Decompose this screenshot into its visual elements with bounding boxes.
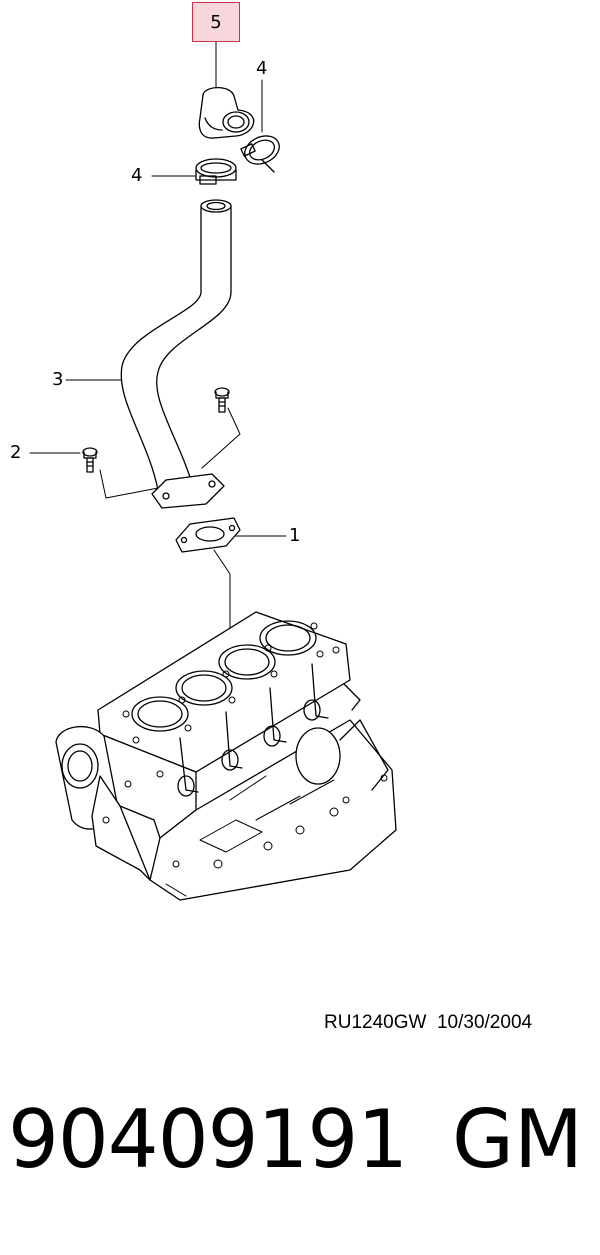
parts-diagram <box>29 41 397 901</box>
bolt-left <box>82 447 98 473</box>
callout-5-highlighted: 5 <box>192 2 240 42</box>
leader-lines <box>29 41 287 641</box>
hose-clamp-upper <box>240 135 280 173</box>
part-number: 90409191 <box>8 1093 408 1186</box>
callout-4-lower: 4 <box>131 165 143 186</box>
callout-4-upper: 4 <box>256 58 268 79</box>
brand-label: GM <box>452 1093 584 1186</box>
hose-clamp-lower <box>195 158 237 185</box>
gasket <box>175 517 241 553</box>
water-pipe <box>120 199 232 509</box>
callout-2: 2 <box>10 442 22 463</box>
callout-3: 3 <box>52 369 64 390</box>
bolts <box>82 387 230 473</box>
callout-1: 1 <box>289 525 301 546</box>
bolt-right <box>214 387 230 413</box>
engine-block <box>55 611 397 901</box>
elbow-hose <box>198 86 255 139</box>
drawing-code: RU1240GW 10/30/2004 <box>324 1012 533 1033</box>
